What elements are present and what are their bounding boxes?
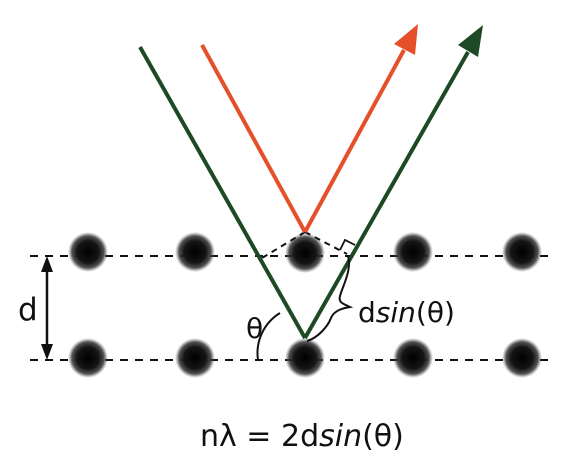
theta-arc [256, 312, 281, 361]
atom-top-2 [175, 232, 215, 272]
red-arrowhead [394, 24, 418, 55]
bragg-equation: nλ = 2dsin(θ) [200, 419, 404, 454]
green-arrowhead [458, 25, 483, 57]
spacing-arrowhead-bottom [41, 344, 53, 360]
right-angle-marker [339, 238, 356, 251]
atom-bottom-4 [393, 338, 433, 378]
perpendicular-right [304, 231, 348, 255]
green-incident-ray [138, 46, 307, 339]
green-reflected-ray [303, 51, 470, 339]
path-difference-label: dsin(θ) [358, 296, 455, 329]
red-incident-ray [200, 44, 307, 233]
atom-bottom-1 [68, 338, 108, 378]
atom-top-5 [502, 232, 542, 272]
atom-bottom-2 [175, 338, 215, 378]
atom-top-4 [393, 232, 433, 272]
atom-top-3 [285, 233, 325, 273]
perpendicular-left [261, 231, 306, 259]
spacing-label: d [18, 292, 38, 328]
path-difference-brace [306, 255, 354, 342]
atom-bottom-5 [502, 338, 542, 378]
atom-top-1 [68, 232, 108, 272]
atom-bottom-3 [285, 338, 325, 378]
red-reflected-ray [303, 49, 406, 233]
theta-label: θ [246, 312, 263, 345]
spacing-arrowhead-top [41, 256, 53, 272]
